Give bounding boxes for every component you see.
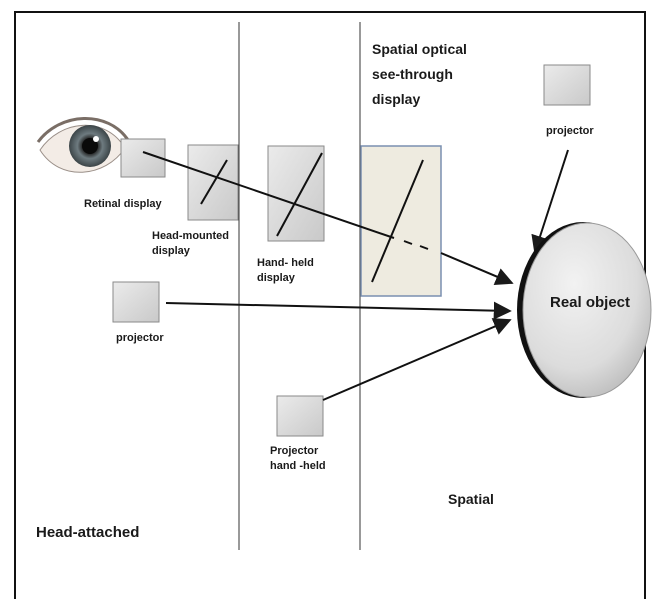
real-object-label: Real object: [550, 294, 631, 311]
handheld-mirror: [276, 152, 323, 237]
spatial-optical-label-line1: Spatial optical: [372, 41, 467, 57]
spatial-optical-panel: [360, 145, 442, 297]
view-ray-arrow: [440, 252, 514, 285]
view-ray-3: [419, 245, 429, 250]
projector-top-label: projector: [546, 125, 594, 137]
view-ray-2: [403, 240, 413, 245]
retinal-display-label: Retinal display: [84, 198, 162, 210]
projector-handheld-label-line1: Projector: [270, 445, 319, 457]
hand-held-label-line2: display: [257, 272, 295, 284]
projector-top-box: [543, 64, 591, 106]
real-object-sphere: [517, 222, 652, 398]
head-attached-label: Head-attached: [36, 524, 140, 541]
head-mounted-label-line1: Head-mounted: [152, 230, 229, 242]
projector-left-arrow: [165, 301, 512, 320]
projector-handheld-box: [276, 395, 324, 437]
view-ray-1: [142, 151, 395, 239]
hmd-mirror: [200, 159, 228, 205]
projector-top-arrow: [531, 149, 569, 254]
projector-handheld-arrow: [322, 318, 512, 401]
projector-left-label: projector: [116, 332, 164, 344]
spatial-optical-label-line3: display: [372, 91, 421, 107]
head-mounted-label-line2: display: [152, 245, 190, 257]
hand-held-display-box: [267, 145, 325, 242]
spatial-mirror: [371, 159, 424, 283]
eye-icon: [36, 117, 130, 173]
projector-left-box: [112, 281, 160, 323]
projector-handheld-label-line2: hand -held: [270, 460, 326, 472]
spatial-optical-label-line2: see-through: [372, 66, 453, 82]
spatial-label: Spatial: [448, 491, 494, 507]
hand-held-label-line1: Hand- held: [257, 257, 314, 269]
